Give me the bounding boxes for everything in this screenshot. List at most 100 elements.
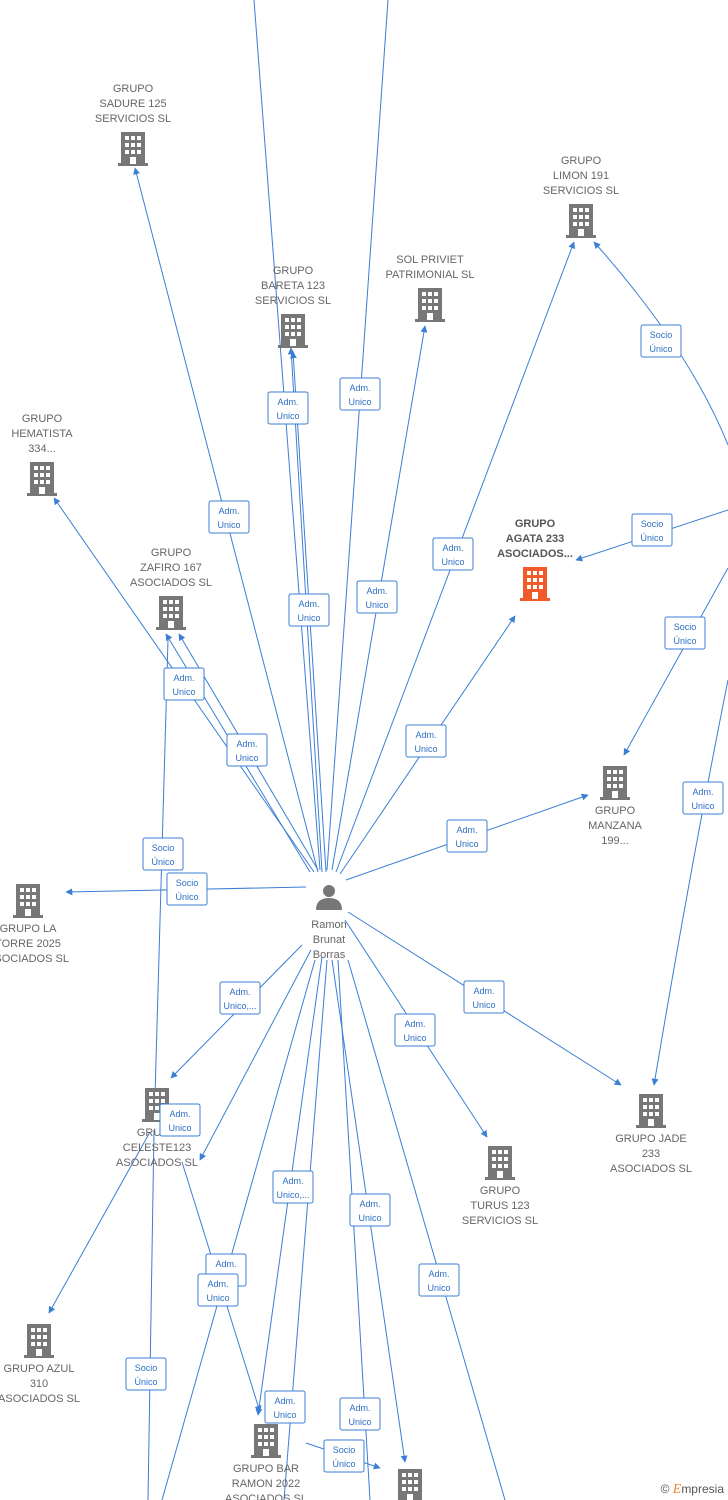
relation-badge[interactable]: Adm.Unico <box>264 1390 306 1424</box>
relation-badge[interactable]: Adm.Unico <box>288 593 330 627</box>
relation-badge[interactable]: Adm.Unico <box>682 781 724 815</box>
company-label-line: GRUPO <box>151 547 192 559</box>
badge-label-line: Socio <box>674 622 697 632</box>
badge-box <box>125 1357 167 1391</box>
company-label-line: SERVICIOS SL <box>462 1215 538 1227</box>
copyright-icon: © <box>660 1482 670 1496</box>
building-icon <box>13 884 43 918</box>
relation-badge[interactable]: Adm.Unico,... <box>272 1170 314 1204</box>
badge-label-line: Adm. <box>173 673 194 683</box>
person-edge <box>253 0 321 871</box>
relation-badge[interactable]: Adm.Unico <box>463 980 505 1014</box>
relation-badge[interactable]: Adm.Unico <box>267 391 309 425</box>
building-icon <box>118 132 148 166</box>
building-icon <box>566 204 596 238</box>
company-label-line: BARETA 123 <box>261 280 325 292</box>
badge-label-line: Unico <box>297 613 320 623</box>
relation-badge[interactable]: Adm.Unico <box>163 667 205 701</box>
relation-badge[interactable]: Adm.Unico <box>432 537 474 571</box>
relation-badge[interactable]: Adm.Unico <box>394 1013 436 1047</box>
badge-label-line: Adm. <box>215 1259 236 1269</box>
relation-badge[interactable]: Adm.Unico <box>159 1103 201 1137</box>
person-edge <box>326 0 389 871</box>
relation-badge[interactable]: Adm.Unico <box>418 1263 460 1297</box>
building-icon <box>395 1469 425 1500</box>
company-node-manzana[interactable]: GRUPOMANZANA199... <box>588 766 643 847</box>
relation-badge[interactable]: Adm.Unico <box>405 724 447 758</box>
badge-label-line: Unico <box>472 1000 495 1010</box>
badge-label-line: Adm. <box>692 787 713 797</box>
building-icon <box>156 596 186 630</box>
badge-box <box>446 819 488 853</box>
building-icon <box>600 766 630 800</box>
badge-box <box>432 537 474 571</box>
company-label-line: ASOCIADOS SL <box>0 1393 80 1405</box>
badge-box <box>349 1193 391 1227</box>
badge-box <box>197 1273 239 1307</box>
company-node-hematista[interactable]: GRUPOHEMATISTA334... <box>11 413 73 496</box>
badge-box <box>394 1013 436 1047</box>
badge-label-line: Unico <box>348 397 371 407</box>
badge-box <box>682 781 724 815</box>
relation-badge[interactable]: Adm.Unico <box>349 1193 391 1227</box>
brand-initial: E <box>672 1482 682 1497</box>
company-label-line: LIMON 191 <box>553 170 609 182</box>
company-label-line: GRUPO <box>273 265 314 277</box>
brand-name: mpresia <box>681 1482 724 1496</box>
company-label-line: SADURE 125 <box>99 98 166 110</box>
badge-label-line: Socio <box>176 878 199 888</box>
relation-badge[interactable]: Adm.Unico,... <box>219 981 261 1015</box>
badge-box <box>163 667 205 701</box>
person-edge <box>347 959 506 1500</box>
company-label-line: SERVICIOS SL <box>543 185 619 197</box>
company-label-line: ZAFIRO 167 <box>140 562 202 574</box>
badge-label-line: Unico <box>235 753 258 763</box>
relation-badge[interactable]: Adm.Unico <box>339 377 381 411</box>
badge-label-line: Unico,... <box>223 1001 256 1011</box>
company-label-line: ASOCIADOS... <box>497 548 573 560</box>
badge-box <box>640 324 682 358</box>
badge-label-line: Socio <box>152 843 175 853</box>
relation-badge[interactable]: Adm.Unico <box>197 1273 239 1307</box>
badge-label-line: Adm. <box>282 1176 303 1186</box>
badge-box <box>219 981 261 1015</box>
badge-label-line: Único <box>649 344 672 354</box>
company-label-line: GRUPO <box>561 155 602 167</box>
relation-badge[interactable]: Adm.Unico <box>446 819 488 853</box>
person-label-line: Borras <box>313 949 346 961</box>
person-label-line: Ramon <box>311 919 346 931</box>
company-node-bottom[interactable] <box>395 1469 425 1500</box>
relation-badge[interactable]: Adm.Unico <box>226 733 268 767</box>
badge-box <box>264 1390 306 1424</box>
badges-layer: Adm.UnicoAdm.UnicoAdm.UnicoSocioÚnicoAdm… <box>125 324 724 1473</box>
relation-badge[interactable]: Adm.Unico <box>208 500 250 534</box>
company-label-line: SOL PRIVIET <box>396 254 464 266</box>
badge-label-line: Unico <box>168 1123 191 1133</box>
relation-badge[interactable]: Adm.Unico <box>356 580 398 614</box>
relation-badge[interactable]: Adm.Unico <box>339 1397 381 1431</box>
edges-layer <box>48 0 728 1500</box>
building-icon <box>415 288 445 322</box>
company-label-line: ASOCIADOS SL <box>130 577 212 589</box>
company-label-line: GRUPO <box>595 805 636 817</box>
